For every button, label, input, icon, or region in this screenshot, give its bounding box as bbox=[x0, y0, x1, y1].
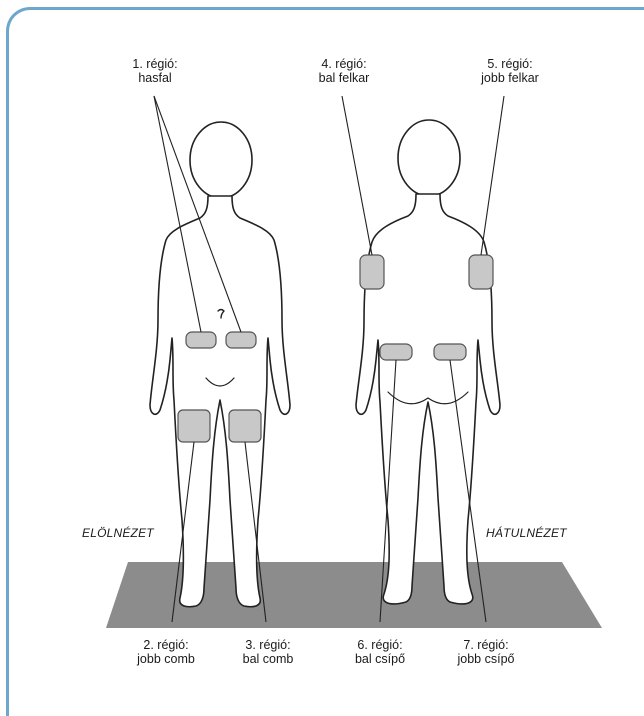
label-region-4-name: bal felkar bbox=[306, 71, 382, 85]
back-view-label: HÁTULNÉZET bbox=[486, 526, 567, 540]
back-figure bbox=[356, 120, 500, 604]
site-r3 bbox=[229, 410, 261, 442]
site-r1-right bbox=[226, 332, 256, 348]
label-region-7-number: 7. régió: bbox=[446, 638, 526, 652]
site-r6 bbox=[380, 344, 412, 360]
label-region-2-name: jobb comb bbox=[128, 652, 204, 666]
label-region-3-name: bal comb bbox=[232, 652, 304, 666]
leader-r5 bbox=[481, 96, 504, 255]
label-region-7: 7. régió: jobb csípő bbox=[446, 638, 526, 666]
site-r7 bbox=[434, 344, 466, 360]
label-region-5-number: 5. régió: bbox=[468, 57, 552, 71]
label-region-4-number: 4. régió: bbox=[306, 57, 382, 71]
label-region-3: 3. régió: bal comb bbox=[232, 638, 304, 666]
front-body bbox=[150, 196, 290, 607]
label-region-2-number: 2. régió: bbox=[128, 638, 204, 652]
label-region-1-number: 1. régió: bbox=[128, 57, 182, 71]
site-r2 bbox=[178, 410, 210, 442]
label-region-5-name: jobb felkar bbox=[468, 71, 552, 85]
label-region-1: 1. régió: hasfal bbox=[128, 57, 182, 85]
label-region-3-number: 3. régió: bbox=[232, 638, 304, 652]
label-region-4: 4. régió: bal felkar bbox=[306, 57, 382, 85]
label-region-2: 2. régió: jobb comb bbox=[128, 638, 204, 666]
label-region-6-name: bal csípő bbox=[344, 652, 416, 666]
site-r4 bbox=[360, 255, 384, 289]
label-region-7-name: jobb csípő bbox=[446, 652, 526, 666]
site-r5 bbox=[469, 255, 493, 289]
label-region-6-number: 6. régió: bbox=[344, 638, 416, 652]
site-r1-left bbox=[186, 332, 216, 348]
label-region-5: 5. régió: jobb felkar bbox=[468, 57, 552, 85]
front-head bbox=[190, 122, 252, 198]
back-head bbox=[398, 120, 460, 196]
front-view-label: ELÖLNÉZET bbox=[82, 526, 154, 540]
label-region-1-name: hasfal bbox=[128, 71, 182, 85]
leader-r4 bbox=[342, 96, 372, 255]
front-figure bbox=[150, 122, 290, 607]
label-region-6: 6. régió: bal csípő bbox=[344, 638, 416, 666]
